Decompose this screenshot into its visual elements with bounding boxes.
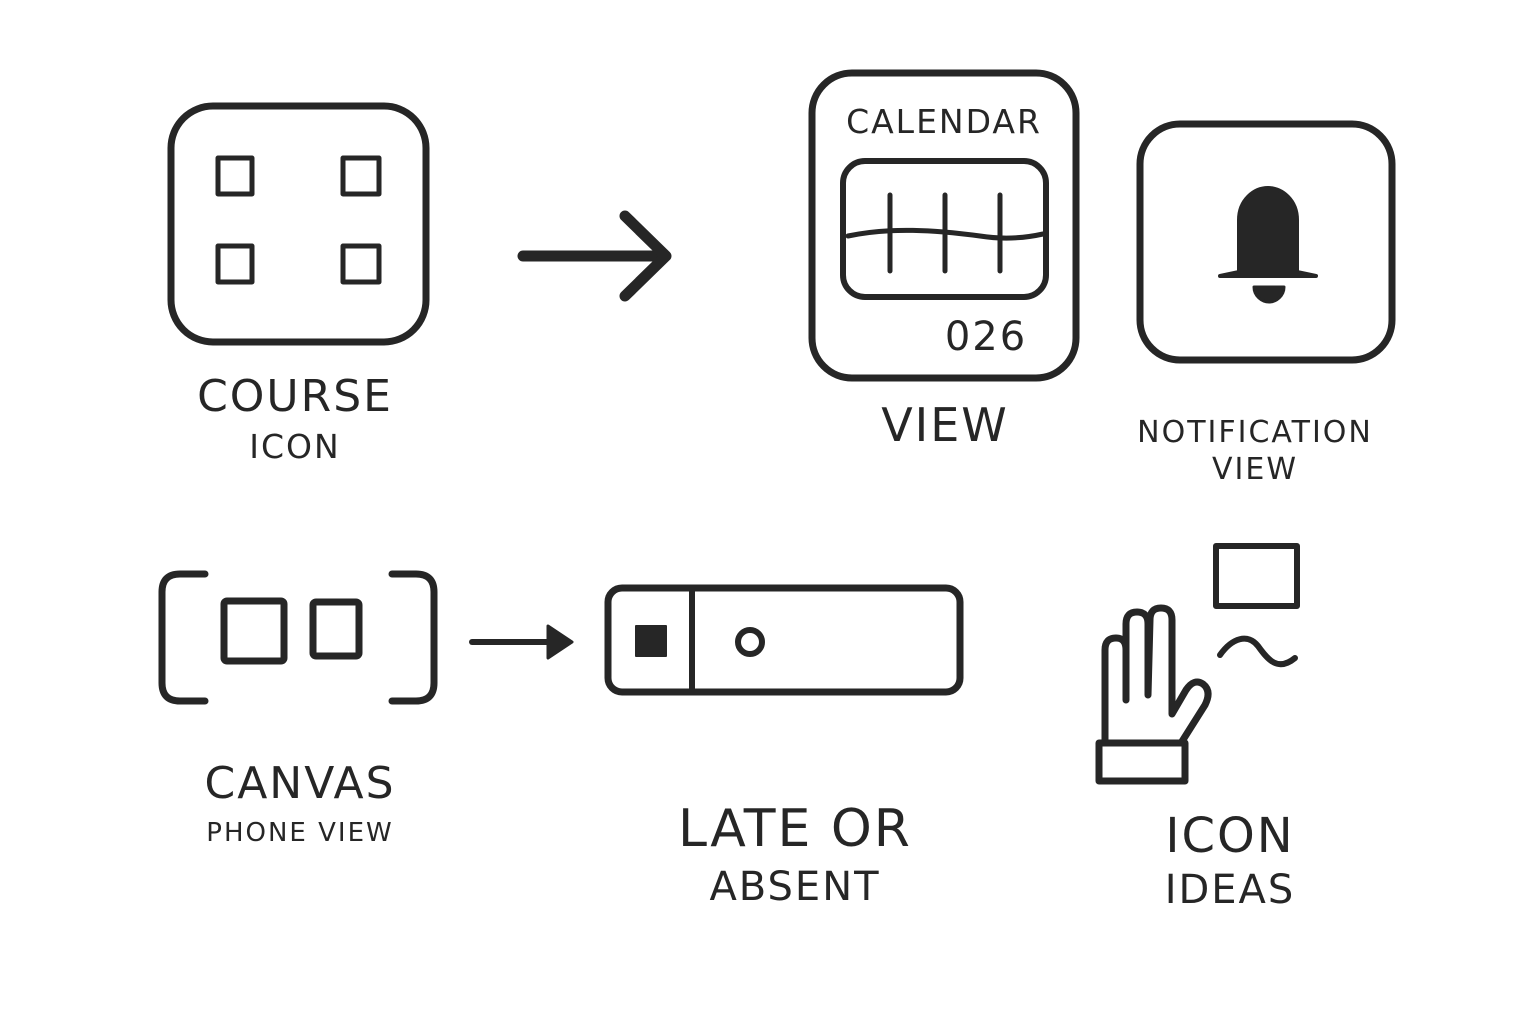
course-title: COURSE [197,371,393,422]
ideas-title: ICON [1165,808,1295,864]
arrow-right-icon [517,210,672,302]
canvas-title: CANVAS [204,758,396,809]
canvas-subtitle: PHONE VIEW [206,818,394,848]
late-title: LATE OR [678,799,912,859]
notification-title: NOTIFICATION [1137,415,1373,450]
notification-subtitle: VIEW [1212,452,1298,487]
bell-icon [1136,120,1396,364]
calendar-card-icon [808,69,1080,382]
wave-icon [1217,635,1298,668]
raised-hand-icon [1095,604,1212,785]
late-subtitle: ABSENT [709,864,881,910]
grid-four-squares-icon [167,102,430,346]
toggle-bar-icon [604,584,964,696]
window-icon [1213,543,1300,609]
bracketed-squares-icon [158,570,438,705]
calendar-number: 026 [945,314,1027,360]
ideas-subtitle: IDEAS [1164,867,1296,913]
calendar-label: VIEW [881,398,1009,452]
calendar-header: CALENDAR [846,102,1042,141]
arrow-right-small-icon [469,624,574,660]
course-subtitle: ICON [249,427,341,466]
